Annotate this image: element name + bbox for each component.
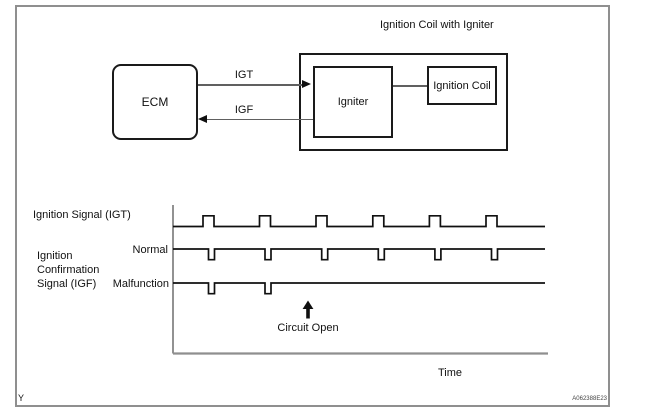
igniter-label: Igniter <box>337 96 369 108</box>
normal-label: Normal <box>132 244 168 256</box>
ignition-coil-label: Ignition Coil <box>433 79 491 92</box>
ecm-label: ECM <box>141 95 169 109</box>
igf-row-label-line2: Confirmation <box>37 264 100 276</box>
diagram-title: Ignition Coil with Igniter <box>380 19 494 31</box>
malfunction-label: Malfunction <box>112 278 169 290</box>
ecm-block: ECM <box>112 64 198 140</box>
igt-signal-label: IGT <box>234 69 254 81</box>
ignition-coil-block: Ignition Coil <box>427 66 497 105</box>
igniter-block: Igniter <box>313 66 393 138</box>
igf-row-label-line3: Signal (IGF) <box>37 278 97 290</box>
igt-row-label: Ignition Signal (IGT) <box>33 209 131 221</box>
igt-signal-line <box>198 84 303 86</box>
circuit-open-label: Circuit Open <box>277 322 339 334</box>
igf-row-label-line1: Ignition <box>37 250 73 262</box>
igt-arrowhead-icon <box>302 80 311 89</box>
figure-id-code: A062388E23 <box>572 396 607 402</box>
corner-label: Y <box>18 393 25 403</box>
igf-signal-line <box>207 118 313 120</box>
igf-signal-label: IGF <box>234 104 254 116</box>
igf-row-label: Ignition Confirmation Signal (IGF) <box>37 249 99 291</box>
igf-arrowhead-icon <box>198 114 207 123</box>
time-axis-label: Time <box>438 367 463 379</box>
igniter-coil-connector-line <box>393 85 427 87</box>
